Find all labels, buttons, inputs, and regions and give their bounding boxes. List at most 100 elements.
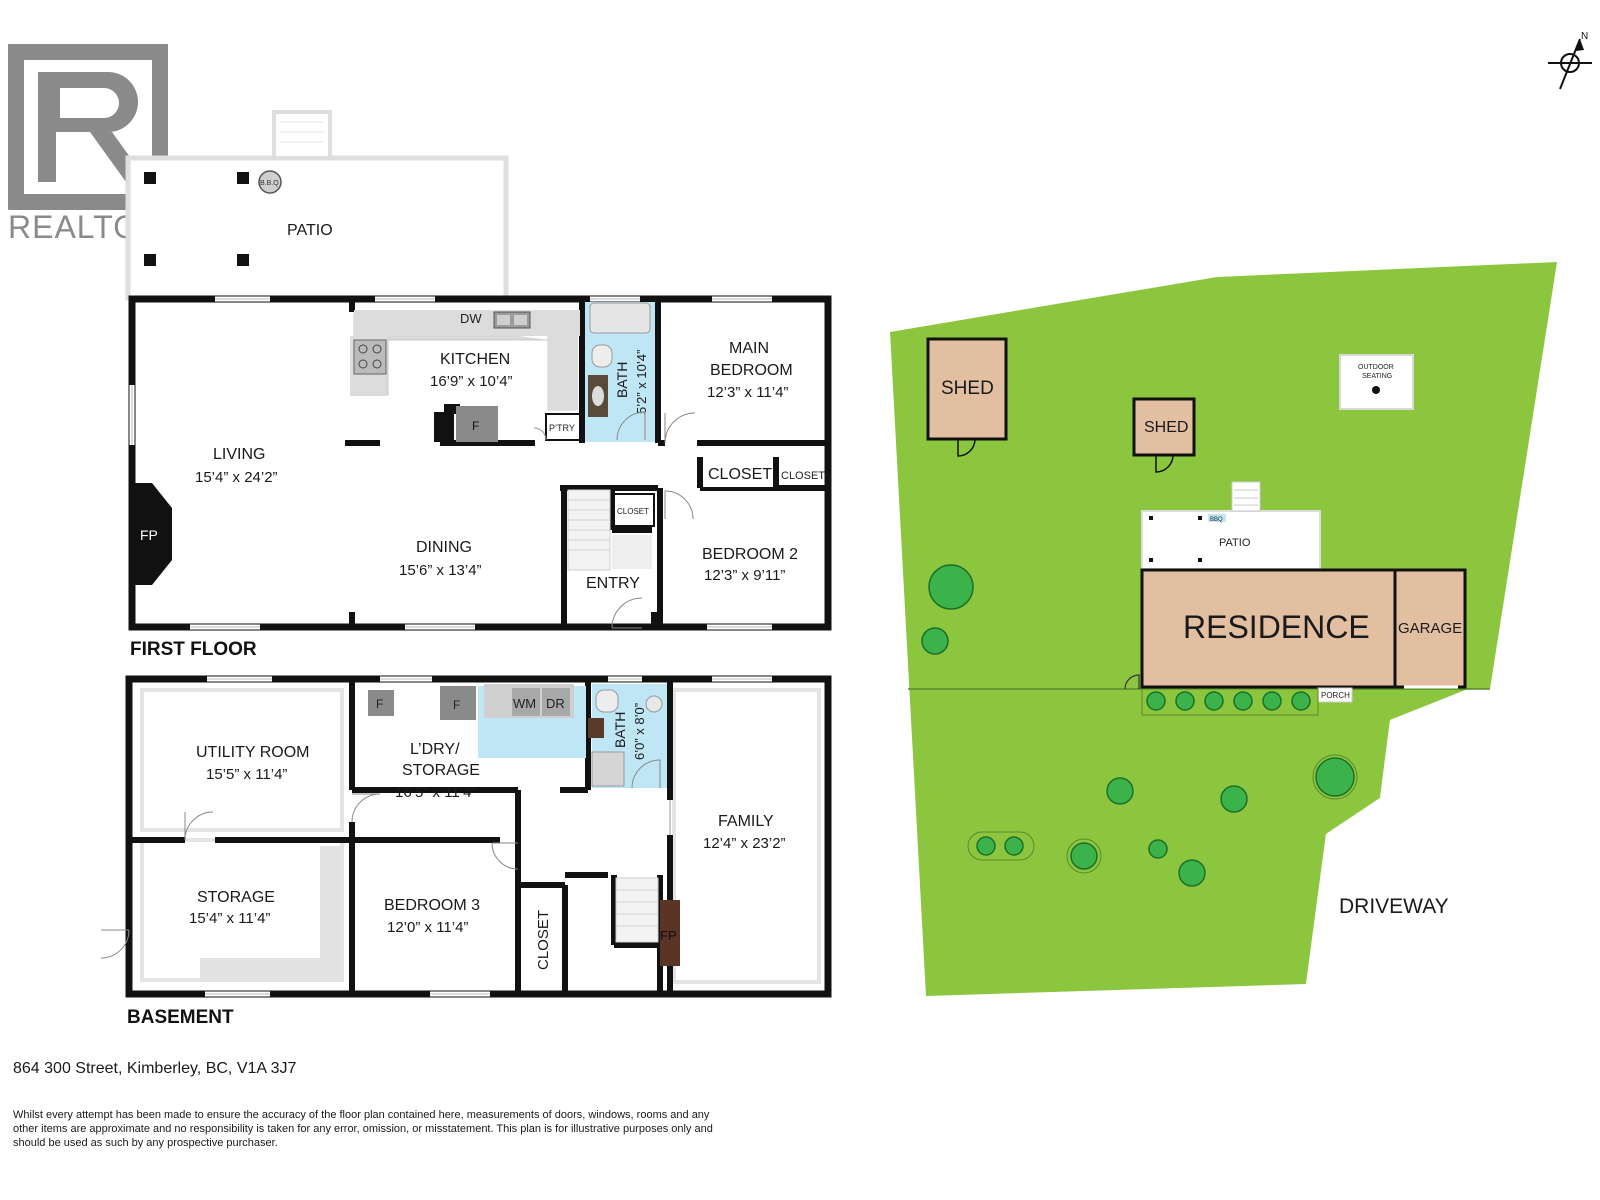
patio-post (144, 254, 156, 266)
basement-bath-dimensions: 6’0” x 8’0” (632, 703, 647, 760)
shed-2-label: SHED (1144, 419, 1188, 436)
basement-plan: WM DR F F BATH 6’0” x 8’0” FP (100, 675, 832, 1028)
fridge-label: F (376, 697, 383, 711)
dining-dimensions: 15’6” x 13’4” (399, 562, 482, 579)
driveway-label: DRIVEWAY (1339, 895, 1449, 918)
site-bbq-icon (1208, 514, 1226, 522)
washer-label: WM (513, 696, 536, 711)
first-floor-label: FIRST FLOOR (130, 639, 257, 660)
patio-post (144, 172, 156, 184)
laundry-label-line1: L’DRY/ (410, 741, 460, 758)
site-patio-stairs (1231, 481, 1261, 512)
bbq-label: B.B.Q (260, 180, 279, 187)
basement-bath-label: BATH (612, 712, 628, 748)
patio-post (237, 172, 249, 184)
shed-1 (926, 337, 1008, 441)
family-dimensions: 12’4” x 23’2” (703, 835, 786, 852)
hedge-bed (1141, 688, 1319, 716)
fridge-icon (368, 690, 394, 716)
bedroom3-label: BEDROOM 3 (384, 897, 480, 914)
shower-icon (591, 751, 625, 787)
tree-icon (1178, 859, 1206, 887)
tree-icon (1262, 691, 1282, 711)
main-bedroom-label-line2: BEDROOM (710, 362, 793, 379)
tree-icon (1233, 691, 1253, 711)
main-bedroom-label-line1: MAIN (729, 340, 769, 357)
patio-label: PATIO (287, 222, 333, 239)
laundry-label-line2: STORAGE (402, 762, 480, 779)
pantry-box (545, 413, 581, 441)
garage-label: GARAGE (1398, 620, 1462, 637)
tree-icon (1148, 839, 1168, 859)
kitchen-counter (354, 310, 580, 336)
tree-icon (928, 564, 974, 610)
driveway (1306, 689, 1498, 984)
fridge-label: F (472, 419, 479, 433)
basement-label: BASEMENT (127, 1007, 234, 1028)
basement-closet-label: CLOSET (535, 910, 552, 970)
garage (1393, 568, 1467, 689)
kitchen-cabinet (444, 404, 460, 414)
shed-2 (1132, 397, 1196, 457)
fireplace-label: FP (140, 527, 158, 543)
fireplace-icon: FP (132, 483, 172, 585)
utility-room-dimensions: 15’5” x 11’4” (206, 766, 287, 783)
dishwasher-label: DW (460, 311, 482, 326)
outdoor-seating (1339, 354, 1414, 410)
basement-fireplace-icon: FP (660, 900, 680, 966)
entry-label: ENTRY (586, 575, 640, 592)
tree-icon (1070, 842, 1098, 870)
storage-shelf (320, 846, 342, 982)
stairs (567, 489, 652, 571)
compass-north-label: N (1581, 31, 1588, 42)
dining-label: DINING (416, 539, 472, 556)
living-dimensions: 15’4” x 24’2” (195, 469, 278, 486)
living-label: LIVING (213, 446, 265, 463)
toilet-icon (591, 344, 613, 368)
site-patio (1141, 510, 1321, 570)
sink-icon (592, 386, 604, 406)
tree-icon (1146, 691, 1166, 711)
kitchen-cabinet (434, 412, 454, 442)
closet-large-label: CLOSET (708, 466, 772, 483)
main-bedroom-dimensions: 12’3” x 11’4” (707, 384, 788, 401)
property-address: 864 300 Street, Kimberley, BC, V1A 3J7 (13, 1060, 297, 1077)
basement-stairs (615, 877, 659, 943)
storage-label: STORAGE (197, 889, 275, 906)
bedroom2-dimensions: 12’3” x 9’11” (704, 567, 785, 584)
laundry-dimensions: 16’5” x 11’4” (395, 784, 476, 801)
pantry-label: P’TRY (549, 423, 575, 433)
compass-icon: N (1548, 31, 1592, 90)
storage-dimensions: 15’4” x 11’4” (189, 910, 270, 927)
closet-stair-label: CLOSET (617, 507, 649, 516)
tree-icon (1204, 691, 1224, 711)
closet-stair-box (613, 493, 655, 527)
kitchen-dimensions: 16’9” x 10’4” (430, 373, 513, 390)
tree-icon (1004, 836, 1024, 856)
tree-icon (1315, 757, 1355, 797)
disclaimer-text: Whilst every attempt has been made to en… (13, 1109, 713, 1149)
tree-icon (1106, 777, 1134, 805)
residence (1140, 568, 1397, 689)
patio-stairs (272, 110, 332, 160)
kitchen-label: KITCHEN (440, 351, 510, 368)
tree-icon (1291, 691, 1311, 711)
sink-icon (645, 695, 663, 713)
basement-fireplace-label: FP (660, 928, 677, 943)
tree-icon (1175, 691, 1195, 711)
site-bbq-label: BBQ (1210, 517, 1223, 523)
bedroom2-label: BEDROOM 2 (702, 546, 798, 563)
tree-icon (1220, 785, 1248, 813)
bath-label: BATH (614, 362, 630, 398)
tree-icon (921, 627, 949, 655)
tree-icon (976, 836, 996, 856)
dryer-icon (542, 688, 570, 716)
family-label: FAMILY (718, 813, 774, 830)
trees (921, 564, 1355, 887)
utility-room-label: UTILITY ROOM (196, 744, 310, 761)
storage-shelf (200, 958, 340, 982)
dryer-label: DR (546, 696, 565, 711)
bath-dimensions: 5’2” x 10’4” (634, 350, 649, 414)
bbq-icon: B.B.Q (258, 170, 282, 194)
